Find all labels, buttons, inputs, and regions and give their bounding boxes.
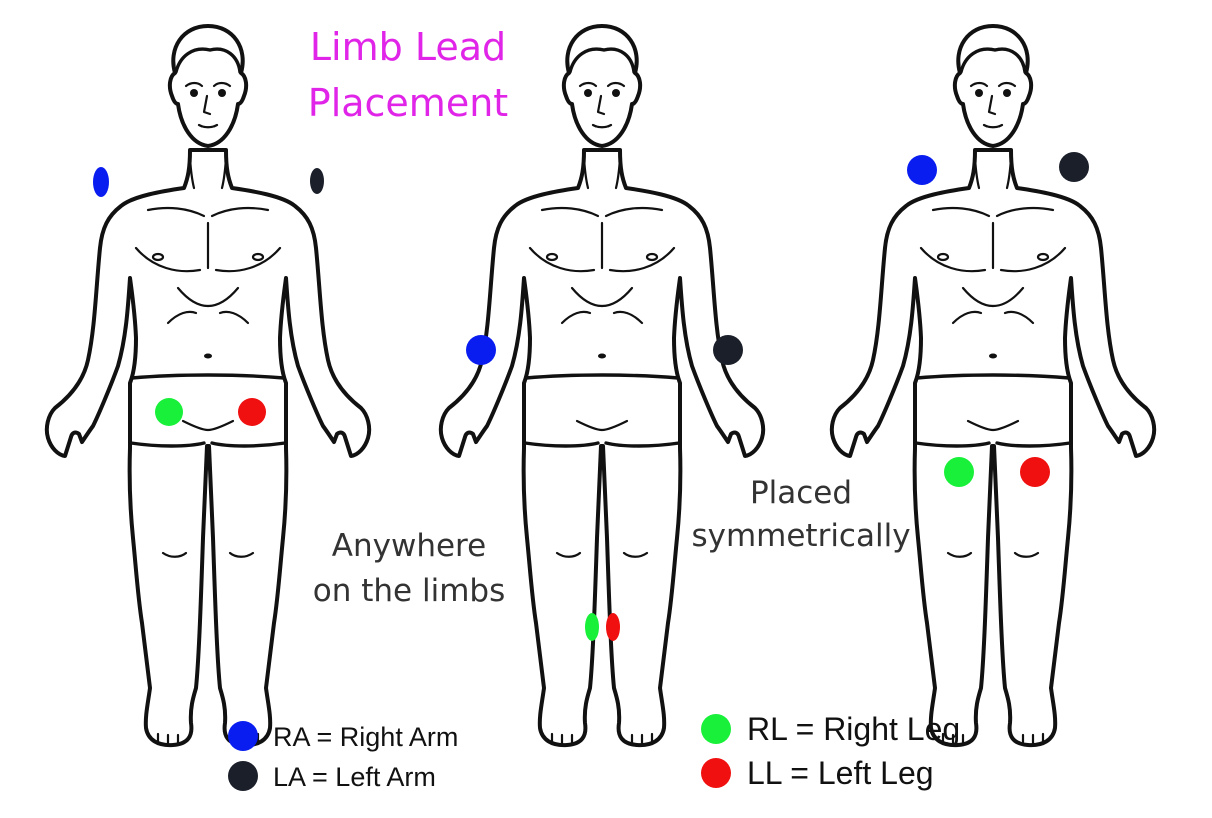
legend: RA = Right Arm LA = Left Arm RL = Right … bbox=[228, 711, 960, 792]
figure-left bbox=[44, 24, 372, 748]
electrode-ra-fig2 bbox=[466, 335, 496, 365]
figure-middle bbox=[438, 24, 766, 748]
electrode-la-fig3 bbox=[1059, 152, 1089, 182]
legend-swatch-rl bbox=[701, 714, 731, 744]
electrode-rl-fig2 bbox=[585, 613, 599, 641]
legend-swatch-ll bbox=[701, 758, 731, 788]
legend-label-la: LA = Left Arm bbox=[273, 762, 436, 792]
electrode-la-fig2 bbox=[713, 335, 743, 365]
legend-label-ra: RA = Right Arm bbox=[273, 722, 458, 752]
electrode-rl-fig3 bbox=[944, 457, 974, 487]
title-line2: Placement bbox=[308, 81, 508, 125]
electrode-ra-fig1 bbox=[93, 167, 109, 197]
electrode-ll-fig1 bbox=[238, 398, 266, 426]
legend-label-rl: RL = Right Leg bbox=[747, 711, 960, 747]
electrode-ll-fig3 bbox=[1020, 457, 1050, 487]
electrode-la-fig1 bbox=[310, 168, 324, 194]
electrode-rl-fig1 bbox=[155, 398, 183, 426]
note-symmetric-line2: symmetrically bbox=[691, 518, 910, 554]
figure-right bbox=[829, 24, 1157, 748]
electrode-ra-fig3 bbox=[907, 155, 937, 185]
electrode-ll-fig2 bbox=[606, 613, 620, 641]
legend-swatch-ra bbox=[228, 721, 258, 751]
note-symmetric-line1: Placed bbox=[750, 475, 852, 511]
note-anywhere-line1: Anywhere bbox=[332, 528, 486, 564]
legend-swatch-la bbox=[228, 761, 258, 791]
note-anywhere-line2: on the limbs bbox=[313, 573, 505, 609]
title-line1: Limb Lead bbox=[310, 25, 506, 69]
legend-label-ll: LL = Left Leg bbox=[747, 755, 934, 791]
